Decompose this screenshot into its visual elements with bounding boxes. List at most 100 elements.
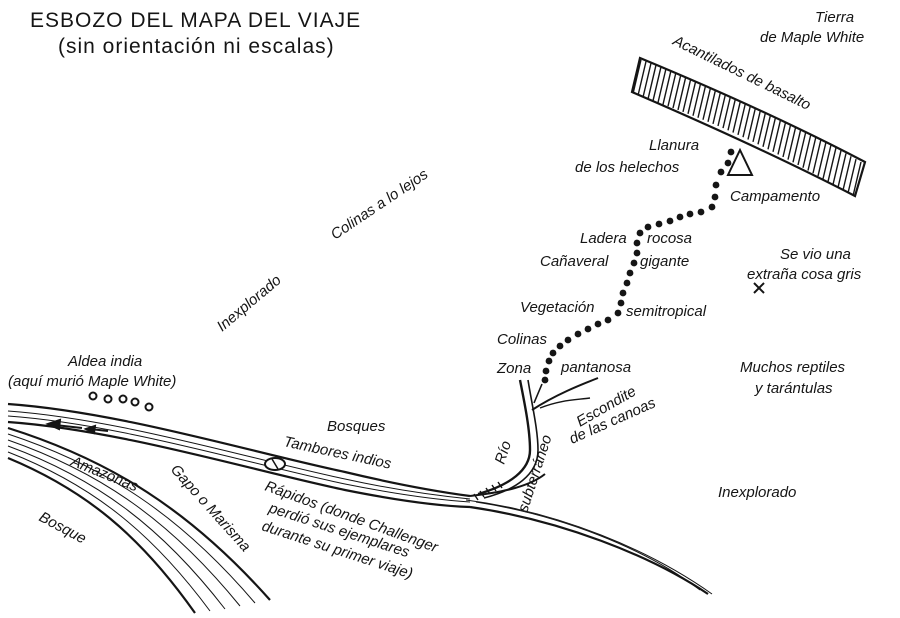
cliff-hatch-line [812, 139, 822, 174]
route-dot [604, 316, 612, 324]
route-dot [708, 203, 716, 211]
cliff-hatch-line [762, 112, 772, 147]
cliff-hatch-line [797, 130, 807, 166]
cliff-hatch-line [827, 147, 837, 182]
label-tierra-line2: de Maple White [760, 29, 864, 46]
route-dot [633, 249, 641, 257]
cliff-hatch-line [792, 128, 802, 163]
label-rocosa: rocosa [647, 230, 692, 247]
label-muchos-line1: Muchos reptiles [740, 359, 846, 376]
label-colinas-lejos: Colinas a lo lejos [328, 166, 432, 244]
label-zona: Zona [496, 360, 531, 377]
cliff-hatch-line [767, 115, 777, 150]
route-dot [594, 320, 602, 328]
label-pantanosa: pantanosa [560, 359, 631, 376]
cliff-hatch-line [832, 150, 842, 185]
cliff-hatch-line [652, 66, 662, 101]
cliff-hatch-line [692, 81, 702, 116]
route-dot [633, 239, 641, 247]
map-title: ESBOZO DEL MAPA DEL VIAJE [30, 9, 361, 32]
cliff-hatch-line [757, 110, 767, 145]
cliff-hatch-line [697, 83, 707, 118]
expedition-route [541, 148, 735, 384]
cliff-hatch-line [717, 91, 727, 127]
route-dot [619, 289, 627, 297]
cliff-hatch-line [847, 158, 857, 194]
label-subterraneo: subterráneo [515, 433, 556, 514]
route-dot [686, 210, 694, 218]
route-dot [556, 342, 564, 350]
label-bosques: Bosques [327, 418, 386, 435]
label-inexplorado-right: Inexplorado [718, 484, 796, 501]
camp-tent-icon [726, 147, 754, 176]
route-dot [542, 367, 550, 375]
cliff-hatch-line [707, 87, 717, 122]
label-aldea-line2: (aquí murió Maple White) [8, 373, 176, 390]
route-dot [545, 357, 553, 365]
label-vegetacion: Vegetación [520, 299, 595, 316]
route-dot [636, 229, 644, 237]
cliff-hatch-line [842, 156, 852, 191]
cliff-hatch-line [772, 117, 782, 152]
route-dot [717, 168, 725, 176]
label-aldea-line1: Aldea india [67, 353, 142, 370]
cliff-hatch-line [647, 64, 657, 100]
cliff-hatch-line [727, 96, 737, 131]
label-canaveral: Cañaveral [540, 253, 609, 270]
route-dot [584, 325, 592, 333]
cliff-hatch-line [632, 59, 642, 94]
cliff-hatch-line [807, 136, 817, 171]
current-arrows [45, 418, 109, 435]
label-amazonas: Amazonas [68, 453, 141, 496]
route-dot [724, 159, 732, 167]
route-dot [574, 330, 582, 338]
label-inexplorado-left: Inexplorado [214, 272, 285, 335]
route-dot [676, 213, 684, 221]
route-dot [712, 181, 720, 189]
cliff-hatch-line [837, 153, 847, 188]
cliff-hatch-line [777, 120, 787, 155]
route-dot [541, 376, 549, 384]
cliff-hatch-line [677, 75, 687, 111]
route-dot [564, 336, 572, 344]
map-subtitle: (sin orientación ni escalas) [58, 35, 335, 58]
cliff-hatch-line [817, 141, 827, 177]
cliff-hatch-line [682, 77, 692, 113]
route-dot [655, 220, 663, 228]
route-dot [623, 279, 631, 287]
route-dot [666, 217, 674, 225]
cliff-hatch-line [742, 103, 752, 138]
label-tierra-line1: Tierra [815, 9, 854, 26]
main-river [7, 402, 713, 595]
route-dot [697, 208, 705, 216]
label-tambores: Tambores indios [282, 433, 393, 472]
cliff-hatch-line [657, 68, 667, 103]
gray-thing-cross-icon [753, 282, 765, 294]
route-dot [549, 349, 557, 357]
route-dot [614, 309, 622, 317]
cliff-hatch-line [747, 105, 757, 140]
cliff-hatch-line [822, 144, 832, 180]
label-semitropical: semitropical [626, 303, 707, 320]
route-dot [617, 299, 625, 307]
cliff-hatch-line [782, 122, 792, 158]
label-se-vio-line2: extraña cosa gris [747, 266, 862, 283]
route-dot [644, 223, 652, 231]
cliff-hatch-line [667, 72, 677, 107]
cliff-hatch-line [712, 89, 722, 125]
label-llanura-line2: de los helechos [575, 159, 680, 176]
village-huts-icon [88, 391, 154, 412]
rapids-line [271, 458, 279, 470]
cliff-hatch-line [732, 98, 742, 133]
label-muchos-line2: y tarántulas [754, 380, 833, 397]
label-llanura-line1: Llanura [649, 137, 699, 154]
cliff-hatch-line [752, 107, 762, 143]
cliff-hatch-line [852, 161, 862, 196]
underground-river [477, 377, 599, 499]
cliff-hatch-line [637, 61, 647, 96]
cliff-hatch-line [722, 93, 732, 129]
route-dot [711, 193, 719, 201]
cliff-hatch-line [802, 133, 812, 168]
label-rio: Río [492, 439, 515, 466]
